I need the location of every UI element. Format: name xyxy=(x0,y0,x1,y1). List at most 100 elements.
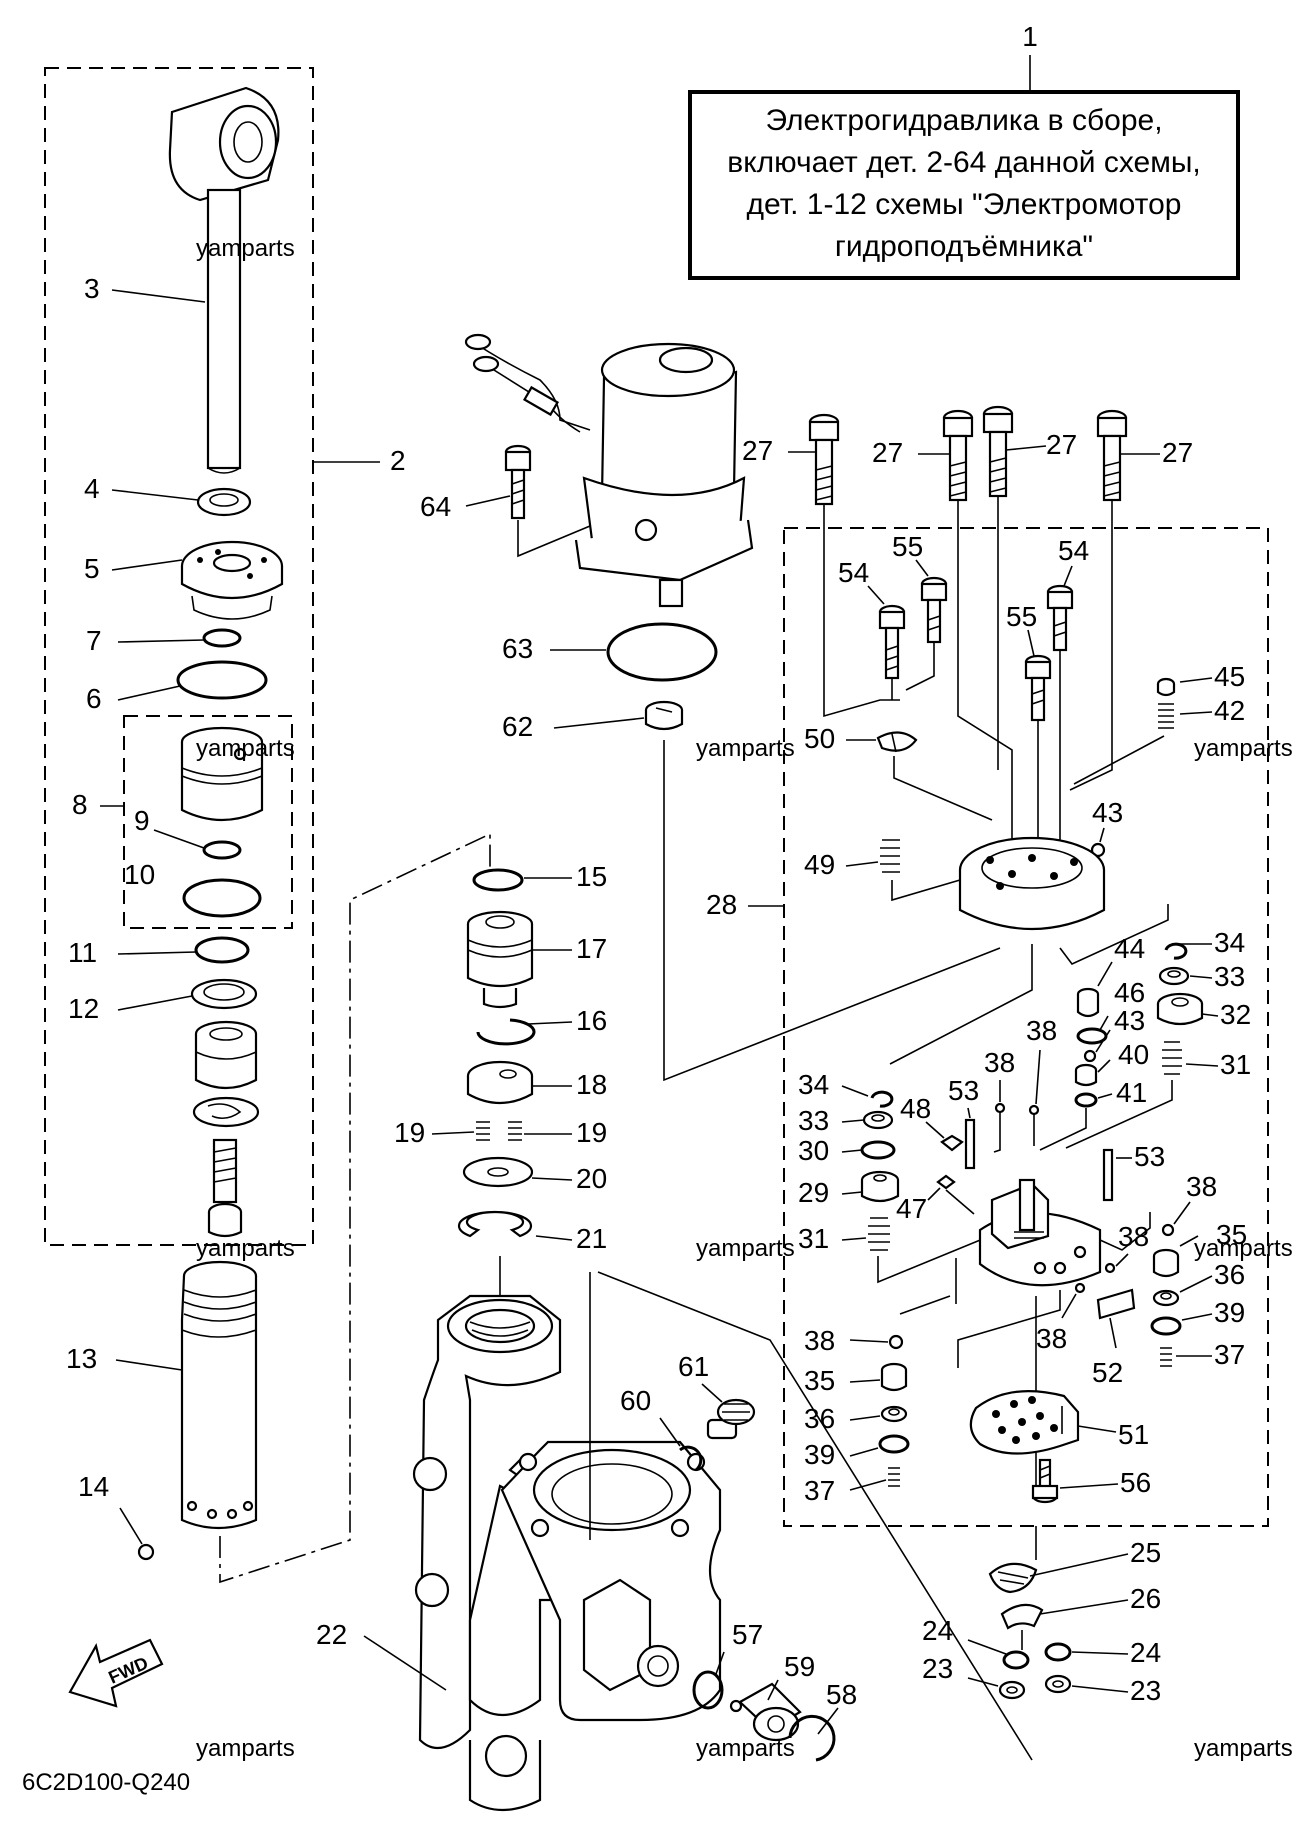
part-38-ball-f xyxy=(888,1334,904,1350)
part-34-clip-b xyxy=(870,1090,894,1108)
callout-38b: 38 xyxy=(1026,1015,1057,1046)
part-49-spring xyxy=(880,839,900,873)
part-52-plate xyxy=(1096,1288,1136,1320)
part-21-circlip xyxy=(457,1210,533,1238)
part-23-seat-b xyxy=(1044,1674,1072,1694)
callout-42: 42 xyxy=(1214,695,1245,726)
watermark-9: yamparts xyxy=(696,1735,795,1762)
part-31-spring-b xyxy=(868,1217,890,1251)
callout-43b: 43 xyxy=(1114,1005,1145,1036)
callout-31b: 31 xyxy=(798,1223,829,1254)
bolts-54-55 xyxy=(878,576,1074,722)
callout-1: 1 xyxy=(1022,21,1038,52)
part-48-nut xyxy=(940,1134,964,1152)
part-26-seal xyxy=(1000,1603,1044,1630)
part-47-key xyxy=(936,1174,956,1190)
manifold-upper xyxy=(958,836,1106,930)
callout-55a: 55 xyxy=(892,531,923,562)
callout-11: 11 xyxy=(68,937,97,968)
callout-27c: 27 xyxy=(1046,429,1077,460)
watermark-4: yamparts xyxy=(1194,735,1293,762)
callout-55b: 55 xyxy=(1006,601,1037,632)
callout-58: 58 xyxy=(826,1679,857,1710)
watermark-6: yamparts xyxy=(696,1235,795,1262)
part-57-oring xyxy=(692,1670,724,1710)
part-41-oring xyxy=(1074,1092,1098,1108)
callout-38c: 38 xyxy=(1186,1171,1217,1202)
callout-25: 25 xyxy=(1130,1537,1161,1568)
callout-27b: 27 xyxy=(872,437,903,468)
callout-43a: 43 xyxy=(1092,797,1123,828)
part-25-filter xyxy=(988,1562,1038,1594)
callout-32: 32 xyxy=(1220,999,1251,1030)
callout-9: 9 xyxy=(134,805,150,836)
part-32-cap xyxy=(1156,992,1204,1026)
note-line-2: включает дет. 2-64 данной схемы, xyxy=(727,146,1200,179)
part-13-cylinder xyxy=(180,1260,258,1530)
part-31-spring-a xyxy=(1162,1041,1182,1075)
watermark-2: yamparts xyxy=(196,735,295,762)
watermark-1: yamparts xyxy=(196,235,295,262)
part-36-washer-b xyxy=(880,1405,908,1423)
callout-46: 46 xyxy=(1114,977,1145,1008)
note-line-3: дет. 1-12 схемы "Электромотор xyxy=(747,188,1182,221)
part-24-oring-a xyxy=(1002,1650,1030,1670)
callout-13: 13 xyxy=(66,1343,97,1374)
part-29-cap xyxy=(860,1170,900,1203)
pump-motor xyxy=(464,333,754,608)
callout-62: 62 xyxy=(502,711,533,742)
callout-38d: 38 xyxy=(1118,1221,1149,1252)
part-59-valve xyxy=(729,1682,802,1742)
part-33-washer-a xyxy=(1158,966,1190,986)
part-64-bolt xyxy=(504,444,532,520)
part-63-oring xyxy=(606,622,718,682)
part-35-seat-b xyxy=(880,1362,908,1392)
callout-54b: 54 xyxy=(1058,535,1089,566)
part-58-clip xyxy=(788,1714,836,1762)
callout-53a: 53 xyxy=(948,1075,979,1106)
part-9-oring xyxy=(202,840,242,860)
callout-17: 17 xyxy=(576,933,607,964)
watermark-7: yamparts xyxy=(1194,1235,1293,1262)
callout-12: 12 xyxy=(68,993,99,1024)
part-44-valve xyxy=(1076,987,1100,1018)
diagram-code: 6C2D100-Q240 xyxy=(22,1769,190,1796)
part-37-spring-b xyxy=(888,1467,900,1487)
group-28-outline xyxy=(783,527,1269,1527)
callout-52: 52 xyxy=(1092,1357,1123,1388)
callout-4: 4 xyxy=(84,473,100,504)
callout-53b: 53 xyxy=(1134,1141,1165,1172)
callout-31a: 31 xyxy=(1220,1049,1251,1080)
part-14-ball xyxy=(137,1543,155,1561)
callout-36b: 36 xyxy=(804,1403,835,1434)
part-8-piston xyxy=(180,726,264,822)
part-39-oring-a xyxy=(1150,1316,1182,1336)
callout-64: 64 xyxy=(420,491,451,522)
tilt-rod xyxy=(168,86,280,474)
part-39-oring-b xyxy=(878,1434,910,1454)
callout-37b: 37 xyxy=(804,1475,835,1506)
callout-39b: 39 xyxy=(804,1439,835,1470)
part-46-oring xyxy=(1076,1027,1108,1045)
part-6-oring xyxy=(176,660,268,700)
note-box xyxy=(688,90,1240,280)
callout-18: 18 xyxy=(576,1069,607,1100)
callout-27a: 27 xyxy=(742,435,773,466)
callout-34b: 34 xyxy=(798,1069,829,1100)
callout-47: 47 xyxy=(896,1193,927,1224)
part-23-seat-a xyxy=(998,1680,1026,1700)
part-35-seat-a xyxy=(1152,1248,1180,1278)
callout-16: 16 xyxy=(576,1005,607,1036)
callout-23b: 23 xyxy=(1130,1675,1161,1706)
callout-36a: 36 xyxy=(1214,1259,1245,1290)
manifold-lower xyxy=(978,1178,1102,1287)
callout-24b: 24 xyxy=(1130,1637,1161,1668)
part-11-oring xyxy=(194,936,250,964)
fwd-arrow-icon: FWD xyxy=(68,1638,164,1708)
callout-59: 59 xyxy=(784,1651,815,1682)
note-line-1: Электрогидравлика в сборе, xyxy=(765,104,1162,137)
part-38-ball-d xyxy=(1104,1262,1116,1274)
callout-6: 6 xyxy=(86,683,102,714)
callout-45: 45 xyxy=(1214,661,1245,692)
callout-23a: 23 xyxy=(922,1653,953,1684)
